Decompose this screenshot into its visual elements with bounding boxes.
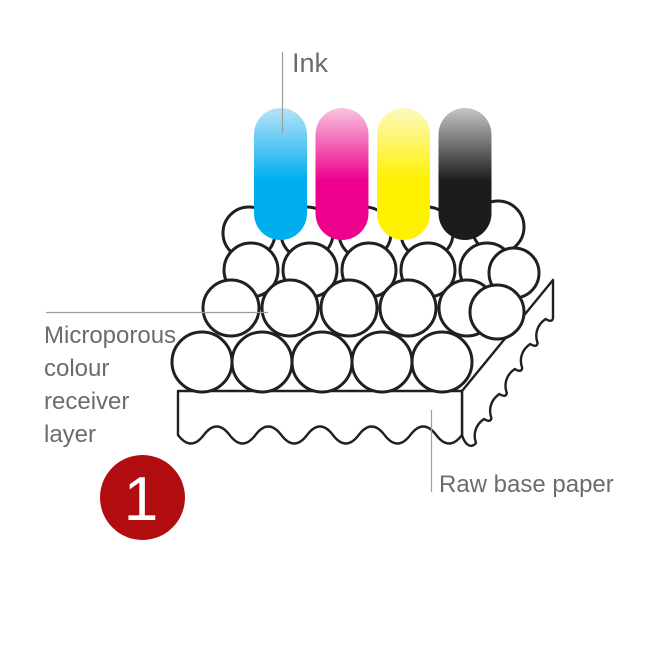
receiver-layer-label: Microporous colour receiver layer (44, 322, 177, 448)
pore-sphere (260, 278, 320, 338)
pore-sphere (290, 330, 354, 394)
pore-sphere (350, 330, 414, 394)
step-badge-circle (100, 455, 185, 540)
ink-drops (254, 108, 492, 240)
ink-drop-black (438, 108, 492, 240)
receiver-layer-spheres (170, 199, 541, 394)
pore-sphere (468, 283, 526, 341)
raw-base-paper-label: Raw base paper (439, 471, 614, 498)
step-badge-number: 1 (124, 465, 158, 534)
pore-sphere (201, 278, 261, 338)
ink-drop-magenta (315, 108, 369, 240)
slab-right-face (460, 278, 555, 447)
pore-sphere (319, 278, 379, 338)
pointer-lines (46, 52, 433, 492)
slab-front-face (176, 389, 464, 445)
ink-drop-yellow (377, 108, 430, 240)
pore-sphere (410, 330, 474, 394)
pore-sphere (378, 278, 438, 338)
step-badge: 1 (100, 455, 185, 540)
ink-label: Ink (292, 48, 329, 78)
pore-sphere (230, 330, 294, 394)
ink-drop-cyan (254, 108, 307, 240)
pore-sphere (170, 330, 234, 394)
